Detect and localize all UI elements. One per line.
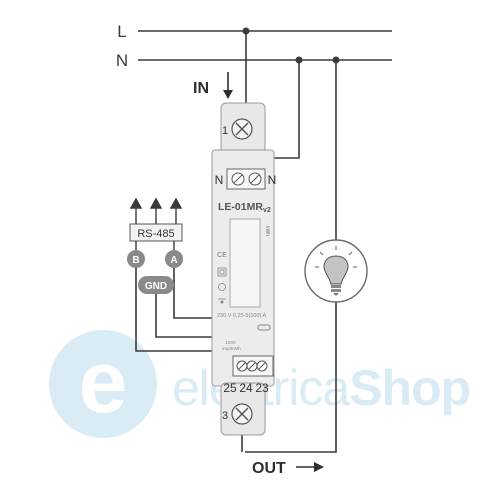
bus-b-label: B [132,255,139,266]
rs485-terminal-24: 24 [239,381,253,395]
watermark-logo-letter: e [79,332,128,431]
junction-n-lamp [332,56,340,64]
bus-gnd-label: GND [145,281,167,292]
meter-model: LE-01MRv2 [218,201,271,214]
line-n-label: N [116,51,128,70]
junction-l [242,27,250,35]
svg-text:CE: CE [217,252,227,259]
out-label: OUT [252,460,286,477]
bus-gnd-badge [138,276,174,294]
meter-unit: kWh [264,226,270,236]
pulse-led-icon [218,298,226,304]
rs485-bus: RS-485 B A GND [127,197,183,294]
rs485-terminal-screws [236,360,268,372]
junction-dots [242,27,340,64]
rs485-label-box [129,223,183,242]
double-insulation-icon [217,267,227,277]
terminal-3-label: 3 [222,410,228,422]
n-terminal-screws [231,172,262,186]
meter-display [229,218,261,308]
rs485-terminal-23: 23 [255,381,269,395]
junction-n-meter [295,56,303,64]
screw-terminal-3 [231,403,253,425]
rs485-label: RS-485 [137,228,174,240]
impulse-rate: 1000 [225,340,236,346]
meter-model-suffix: v2 [263,207,271,214]
energy-meter: 1 N N LE-01MRv2 kWh CE [211,102,277,436]
impulse-unit: imp/kWh [222,346,241,352]
out-arrow-icon [296,462,324,472]
bus-a-label: A [170,255,177,266]
bus-arrows-icon [129,197,183,224]
bus-b-badge [127,250,145,268]
ce-mark-icon: CE [217,252,227,259]
in-label: IN [193,80,209,97]
line-l-label: L [117,22,126,41]
n-right-label: N [268,173,277,187]
light-bulb-icon [304,239,368,303]
terminal-1-label: 1 [222,125,228,137]
meter-rating: 230 V 0,25-5(100) A [217,313,267,319]
rs485-terminal-25: 25 [223,381,237,395]
meter-model-name: LE-01MR [218,201,263,213]
in-arrow-icon [223,72,233,99]
n-left-label: N [215,173,224,187]
reset-button-icon [257,324,271,331]
watermark-brand-part2: Shop [349,360,470,416]
settings-icon [218,283,226,291]
wire-lamp-out [245,302,337,453]
watermark-logo-circle [49,330,157,438]
screw-terminal-1 [231,118,253,140]
bus-a-badge [165,250,183,268]
